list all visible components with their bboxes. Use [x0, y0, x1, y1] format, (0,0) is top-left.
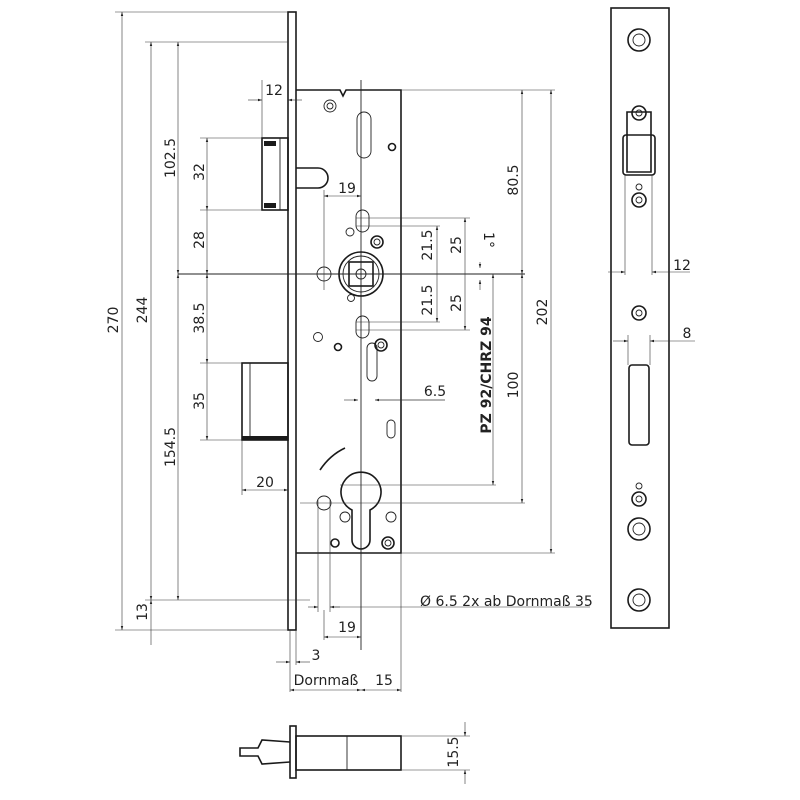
dim-28: 28: [192, 231, 208, 249]
faceplate-side: [287, 11, 297, 631]
dim-80-5: 80.5: [506, 164, 522, 195]
dim-21-5-down: 21.5: [420, 284, 436, 315]
dim-20: 20: [256, 475, 274, 491]
latch-bolt: [261, 137, 289, 211]
dim-12-right: 12: [673, 258, 691, 274]
dim-6-5: 6.5: [424, 384, 446, 400]
dim-35: 35: [192, 392, 208, 410]
dim-19-bottom: 19: [338, 620, 356, 636]
dim-3: 3: [312, 648, 321, 664]
hole-note: Ø 6.5 2x ab Dornmaß 35: [420, 594, 593, 610]
dim-244: 244: [135, 297, 151, 324]
dim-25-down: 25: [449, 294, 465, 312]
model-label: PZ 92/CHRZ 94: [479, 316, 495, 433]
dimension-lines: [115, 11, 590, 692]
dim-19-top: 19: [338, 181, 356, 197]
dim-270: 270: [106, 307, 122, 334]
dim-8: 8: [683, 326, 692, 342]
dim-202: 202: [535, 299, 551, 326]
dim-15-5: 15.5: [446, 736, 462, 767]
angle-label: 1°: [480, 232, 496, 248]
dimension-labels: 270 244 102.5 154.5 13 32 28 38.5 35 12 …: [106, 83, 691, 768]
dim-100: 100: [506, 372, 522, 399]
faceplate-front: [608, 7, 695, 629]
bottom-view: [239, 722, 470, 784]
dim-12-top: 12: [265, 83, 283, 99]
dim-13: 13: [135, 603, 151, 621]
dim-21-5-up: 21.5: [420, 229, 436, 260]
dim-154-5: 154.5: [163, 427, 179, 467]
dim-15: 15: [375, 673, 393, 689]
dim-38-5: 38.5: [192, 302, 208, 333]
deadbolt: [241, 362, 289, 441]
dim-25-up: 25: [449, 236, 465, 254]
dim-102-5: 102.5: [163, 138, 179, 178]
lock-body: [178, 80, 525, 650]
dim-32: 32: [192, 163, 208, 181]
dornmass-label: Dornmaß: [294, 673, 359, 689]
